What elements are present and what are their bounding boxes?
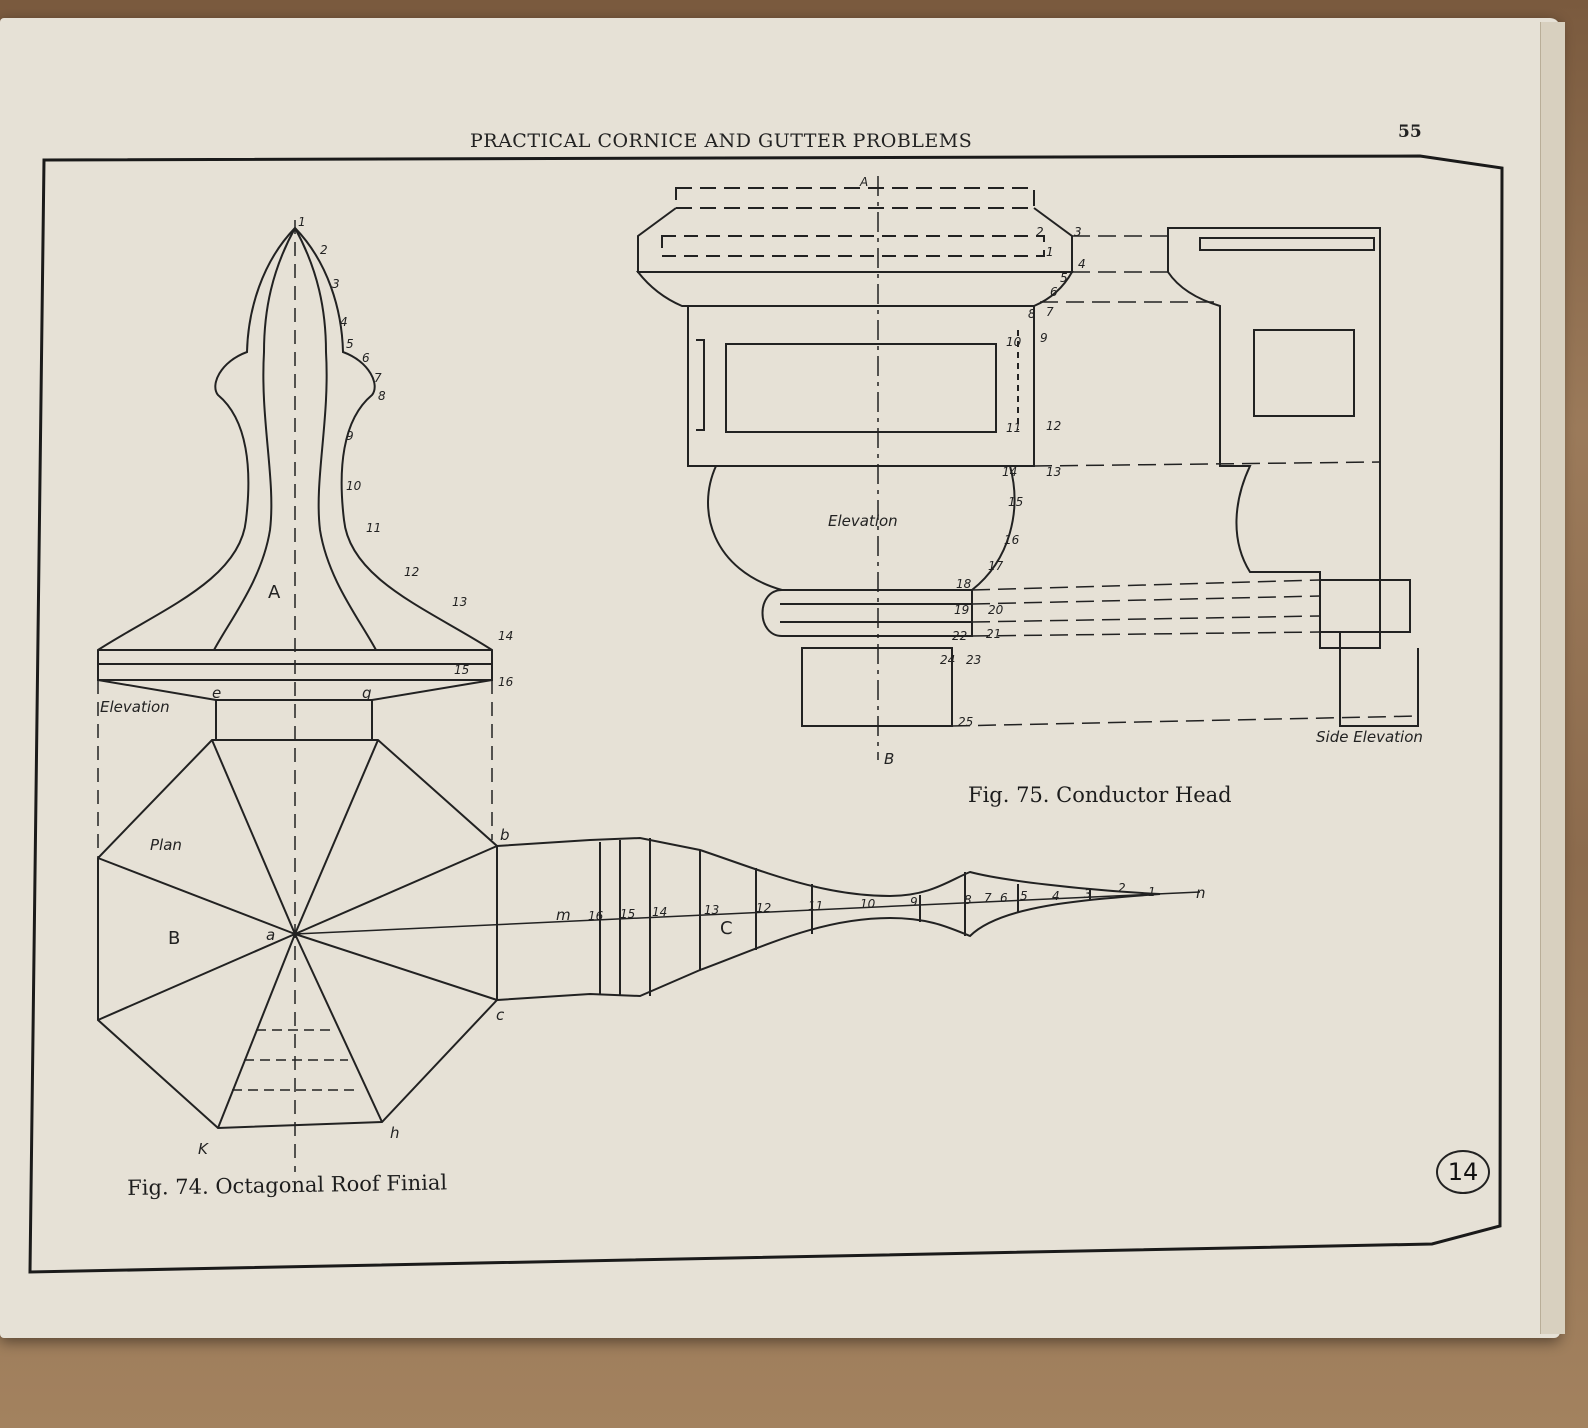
svg-text:1: 1 [1046,245,1054,259]
fig74-label-B: B [168,928,180,949]
svg-text:9: 9 [1040,331,1048,345]
svg-text:6: 6 [1000,891,1008,905]
svg-text:3: 3 [332,277,340,291]
svg-text:3: 3 [1084,887,1092,901]
svg-text:15: 15 [620,907,635,921]
svg-text:11: 11 [808,899,823,913]
fig74-label-c: c [496,1006,505,1024]
fig74-stretchout-numbers: 16 15 14 13 12 11 10 9 8 7 6 5 4 3 2 1 [588,881,1156,923]
svg-text:20: 20 [988,603,1004,617]
running-title: PRACTICAL CORNICE AND GUTTER PROBLEMS [470,130,973,152]
fig74-label-e: e [212,684,221,702]
svg-text:16: 16 [498,675,514,689]
svg-text:16: 16 [588,909,604,923]
fig74-plan-label: Plan [150,836,182,854]
svg-text:4: 4 [1052,889,1060,903]
fig75-caption: Fig. 75. Conductor Head [968,783,1232,807]
fig74-label-b: b [500,826,510,844]
svg-text:7: 7 [984,891,992,905]
svg-text:19: 19 [954,603,969,617]
fig75-label-B: B [884,750,894,768]
svg-text:8: 8 [1028,307,1036,321]
svg-text:4: 4 [340,315,348,329]
svg-text:11: 11 [366,521,381,535]
fig74-label-h: h [390,1124,400,1142]
fig75-elevation-label: Elevation [828,512,898,530]
svg-text:14: 14 [1002,465,1017,479]
fig74-label-n: n [1196,884,1206,902]
svg-text:23: 23 [966,653,981,667]
svg-text:5: 5 [1060,271,1068,285]
svg-text:17: 17 [988,559,1004,573]
svg-text:2: 2 [1118,881,1126,895]
plate-border [28,154,1504,1274]
svg-text:16: 16 [1004,533,1020,547]
svg-text:1: 1 [1148,885,1156,899]
svg-text:9: 9 [910,895,918,909]
svg-text:2: 2 [320,243,328,257]
svg-text:24: 24 [940,653,955,667]
page-number: 55 [1398,122,1422,142]
svg-text:10: 10 [1006,335,1022,349]
svg-text:9: 9 [346,429,354,443]
fig74-label-C: C [720,918,733,939]
svg-text:25: 25 [958,715,973,729]
svg-text:8: 8 [964,893,972,907]
svg-text:13: 13 [704,903,719,917]
svg-text:7: 7 [374,371,382,385]
svg-text:8: 8 [378,389,386,403]
fig75-side-elevation-label: Side Elevation [1316,728,1423,746]
svg-text:2: 2 [1036,225,1044,239]
fig75-conductor-head-drawing [635,176,1419,760]
svg-text:12: 12 [1046,419,1061,433]
fig74-label-k: K [198,1140,209,1158]
svg-text:22: 22 [952,629,967,643]
fig75-label-A: A [859,175,868,189]
svg-text:13: 13 [1046,465,1061,479]
fig74-finial-drawing [97,220,1201,1172]
svg-text:12: 12 [404,565,419,579]
fig75-profile-numbers: 1 2 3 4 5 6 7 8 9 10 11 12 13 14 15 16 1… [940,225,1086,729]
svg-text:15: 15 [454,663,469,677]
fig74-label-m: m [556,906,571,924]
finial-band [97,664,493,681]
svg-text:3: 3 [1074,225,1082,239]
svg-text:10: 10 [346,479,362,493]
svg-text:4: 4 [1078,257,1086,271]
plate-number-badge: 14 [1436,1150,1490,1194]
svg-text:21: 21 [986,627,1001,641]
svg-text:10: 10 [860,897,876,911]
svg-text:6: 6 [1050,285,1058,299]
svg-text:12: 12 [756,901,771,915]
fig74-elevation-label: Elevation [100,698,170,716]
svg-text:14: 14 [498,629,513,643]
page-edge [1540,22,1565,1334]
fig74-profile-numbers: 1 2 3 4 5 6 7 8 9 10 11 12 13 14 15 16 [298,215,514,689]
svg-text:7: 7 [1046,305,1054,319]
svg-text:1: 1 [298,215,306,229]
fig74-label-A: A [268,582,281,603]
svg-text:5: 5 [346,337,354,351]
svg-text:13: 13 [452,595,467,609]
svg-text:18: 18 [956,577,972,591]
svg-text:11: 11 [1006,421,1021,435]
fig74-label-a: a [266,926,275,944]
svg-text:14: 14 [652,905,667,919]
svg-text:15: 15 [1008,495,1023,509]
svg-text:6: 6 [362,351,370,365]
svg-text:5: 5 [1020,889,1028,903]
fig74-label-g: g [362,684,372,702]
